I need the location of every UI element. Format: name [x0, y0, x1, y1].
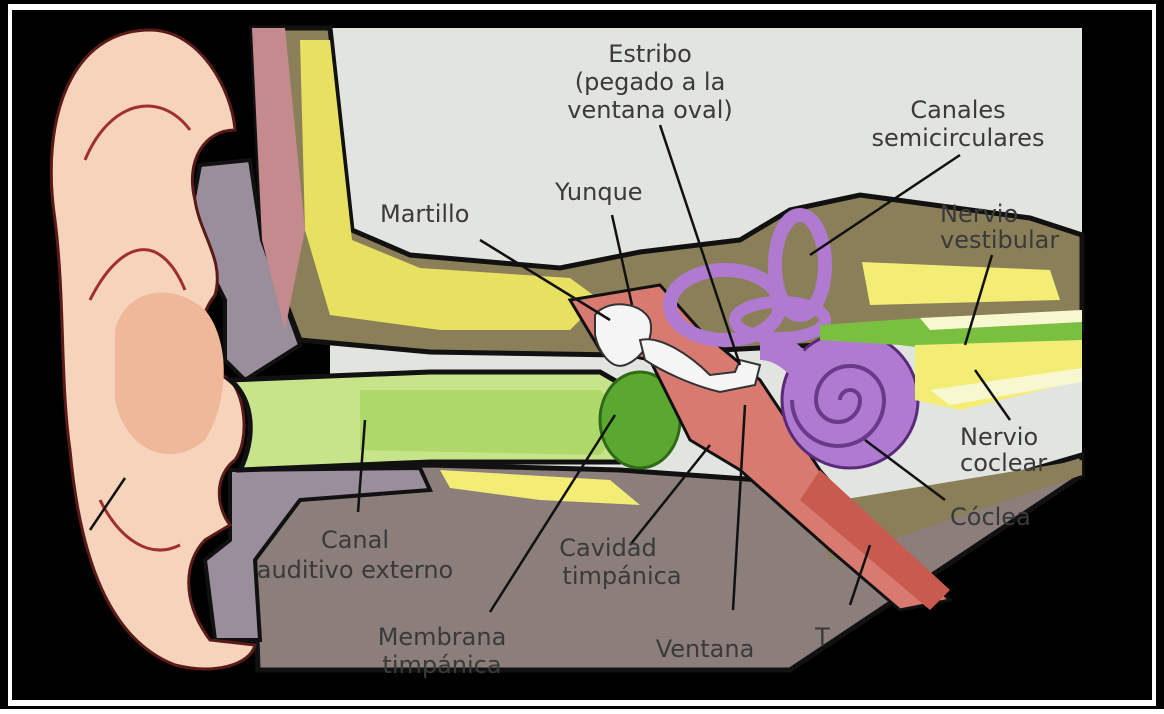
- label-martillo: Martillo: [380, 200, 469, 228]
- label-nervio-coclear-1: Nervio: [960, 423, 1038, 451]
- label-nervio-coclear-2: coclear: [960, 449, 1047, 477]
- label-ventana: Ventana: [656, 635, 755, 663]
- label-yunque: Yunque: [554, 178, 643, 206]
- label-canal-1: Canal: [321, 526, 389, 554]
- label-membrana-2: timpánica: [382, 651, 501, 679]
- label-trompa: T: [814, 623, 830, 651]
- label-estribo-2: (pegado a la: [575, 68, 726, 96]
- label-membrana-1: Membrana: [378, 623, 507, 651]
- label-canales-1: Canales: [910, 96, 1005, 124]
- label-estribo-1: Estribo: [608, 40, 692, 68]
- concha: [115, 293, 224, 455]
- label-nervio-vestibular-1: Nervio: [940, 200, 1018, 228]
- label-estribo-3: ventana oval): [567, 96, 732, 124]
- label-coclea: Cóclea: [950, 503, 1031, 531]
- label-cavidad-1: Cavidad: [559, 534, 657, 562]
- label-canales-2: semicirculares: [872, 124, 1045, 152]
- ear-canal-shading: [360, 390, 630, 455]
- label-nervio-vestibular-2: vestibular: [940, 226, 1059, 254]
- label-canal-2: auditivo externo: [257, 556, 453, 584]
- label-cavidad-2: timpánica: [562, 562, 681, 590]
